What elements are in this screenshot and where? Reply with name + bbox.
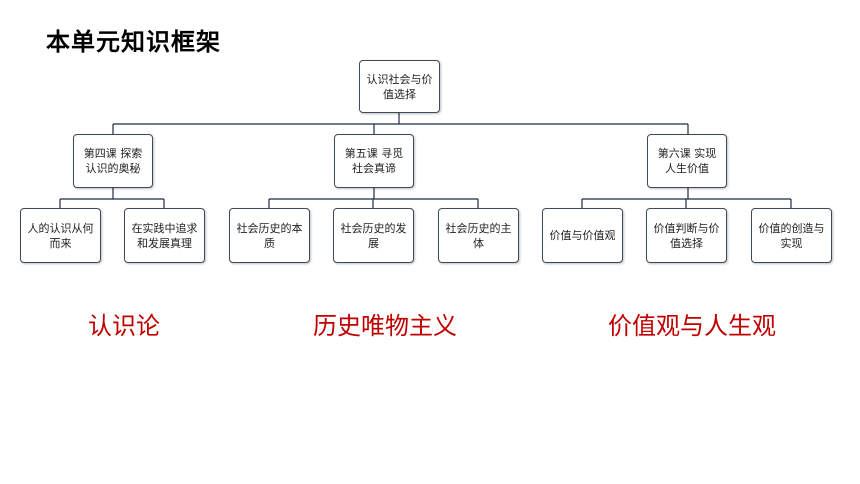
topic-node: 人的认识从何而来 xyxy=(20,208,101,263)
topic-node: 价值的创造与实现 xyxy=(751,208,832,263)
lesson-node-5: 第五课 寻觅社会真谛 xyxy=(334,134,414,188)
root-node: 认识社会与价值选择 xyxy=(359,60,440,113)
topic-node: 社会历史的主体 xyxy=(438,208,519,263)
topic-node-label: 社会历史的发展 xyxy=(340,221,407,250)
topic-node: 价值判断与价值选择 xyxy=(646,208,727,263)
topic-node-label: 价值的创造与实现 xyxy=(758,221,825,250)
topic-node-label: 社会历史的主体 xyxy=(445,221,512,250)
topic-node-label: 在实践中追求和发展真理 xyxy=(131,221,198,250)
lesson-node-label: 第五课 寻觅社会真谛 xyxy=(344,147,404,175)
root-node-label: 认识社会与价值选择 xyxy=(366,72,433,101)
lesson-node-6: 第六课 实现人生价值 xyxy=(647,134,727,188)
category-label-values-and-outlook: 价值观与人生观 xyxy=(608,312,776,340)
lesson-node-label: 第四课 探索认识的奥秘 xyxy=(83,147,143,175)
lesson-node-4: 第四课 探索认识的奥秘 xyxy=(73,134,153,188)
topic-node: 价值与价值观 xyxy=(542,208,623,263)
category-label-epistemology: 认识论 xyxy=(88,312,160,340)
topic-node-label: 价值与价值观 xyxy=(549,229,616,242)
category-label-historical-materialism: 历史唯物主义 xyxy=(313,312,457,340)
topic-node-label: 社会历史的本质 xyxy=(236,221,303,250)
topic-node: 社会历史的本质 xyxy=(229,208,310,263)
topic-node: 在实践中追求和发展真理 xyxy=(124,208,205,263)
topic-node: 社会历史的发展 xyxy=(333,208,414,263)
topic-node-label: 价值判断与价值选择 xyxy=(653,221,720,250)
lesson-node-label: 第六课 实现人生价值 xyxy=(657,147,717,175)
topic-node-label: 人的认识从何而来 xyxy=(27,221,94,250)
page-title: 本单元知识框架 xyxy=(46,28,221,56)
